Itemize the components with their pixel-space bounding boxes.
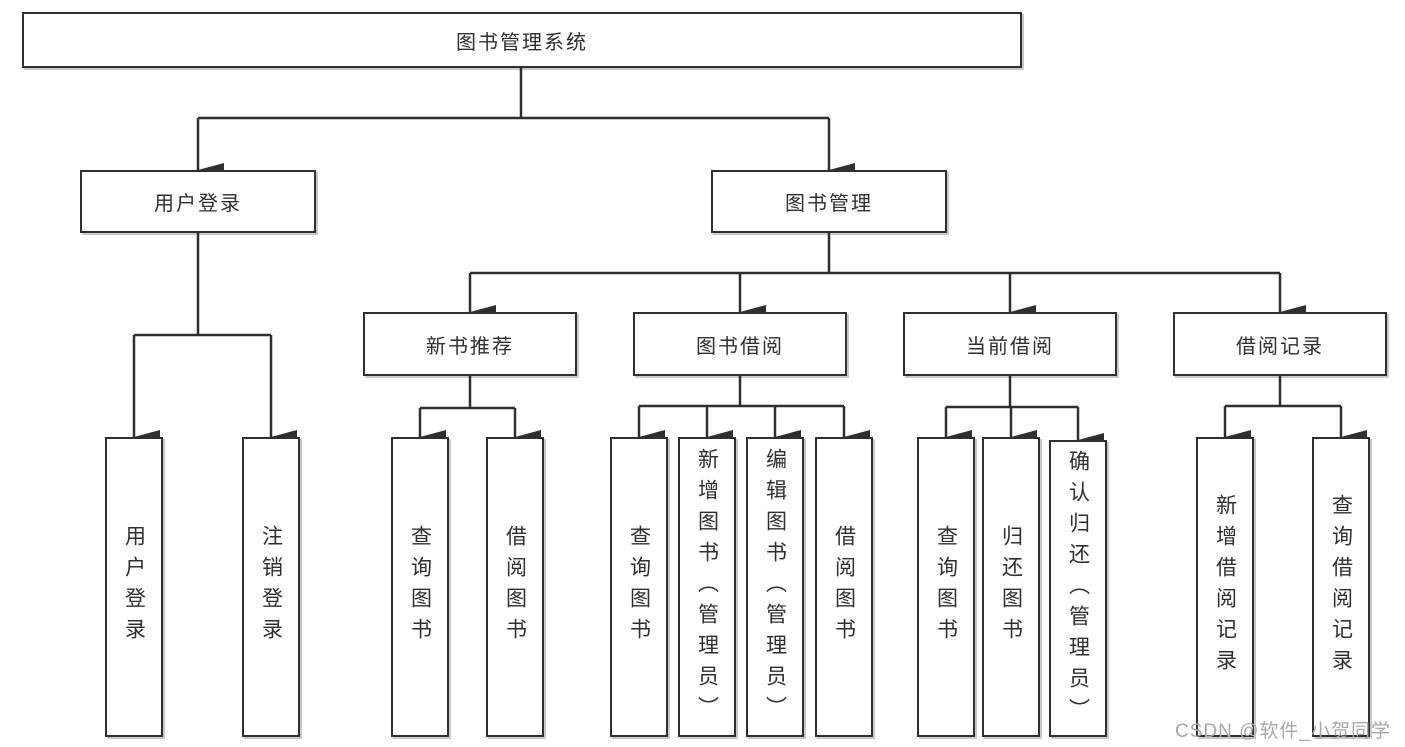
leaf-logout: 注销登录 bbox=[242, 437, 300, 737]
leaf-confirm-return-admin: 确认归还（管理员） bbox=[1049, 440, 1107, 737]
leaf-query-books-recommend: 查询图书 bbox=[391, 437, 449, 737]
csdn-watermark: CSDN @软件_小贺同学 bbox=[1175, 721, 1391, 742]
leaf-borrow-books: 借阅图书 bbox=[815, 437, 873, 737]
leaf-add-books-admin: 新增图书（管理员） bbox=[678, 437, 736, 737]
leaf-user-login: 用户登录 bbox=[105, 437, 163, 737]
leaf-query-books-borrowing: 查询图书 bbox=[610, 437, 668, 737]
leaf-return-books: 归还图书 bbox=[982, 437, 1040, 737]
leaf-query-books-current: 查询图书 bbox=[917, 437, 975, 737]
connector-current-borrow-stem bbox=[946, 376, 1078, 409]
node-current-borrowing: 当前借阅 bbox=[903, 312, 1117, 376]
connector-book-borrow-stem bbox=[639, 376, 844, 408]
node-book-borrowing: 图书借阅 bbox=[633, 312, 847, 376]
leaf-borrow-books-recommend: 借阅图书 bbox=[486, 437, 544, 737]
connector-root-stem bbox=[198, 68, 829, 120]
leaf-edit-books-admin: 编辑图书（管理员） bbox=[746, 437, 804, 737]
node-book-management: 图书管理 bbox=[711, 170, 947, 233]
leaf-add-borrow-record: 新增借阅记录 bbox=[1196, 437, 1254, 737]
node-library-management-system: 图书管理系统 bbox=[22, 12, 1022, 68]
leaf-query-borrow-record: 查询借阅记录 bbox=[1312, 437, 1370, 737]
connector-borrow-record-stem bbox=[1225, 376, 1341, 408]
node-user-login: 用户登录 bbox=[80, 170, 316, 233]
connector-book-management-stem bbox=[470, 233, 1280, 275]
connector-user-login-stem bbox=[134, 233, 271, 337]
node-new-book-recommend: 新书推荐 bbox=[363, 312, 577, 376]
node-borrowing-records: 借阅记录 bbox=[1173, 312, 1387, 376]
connector-new-book-stem bbox=[420, 376, 515, 410]
